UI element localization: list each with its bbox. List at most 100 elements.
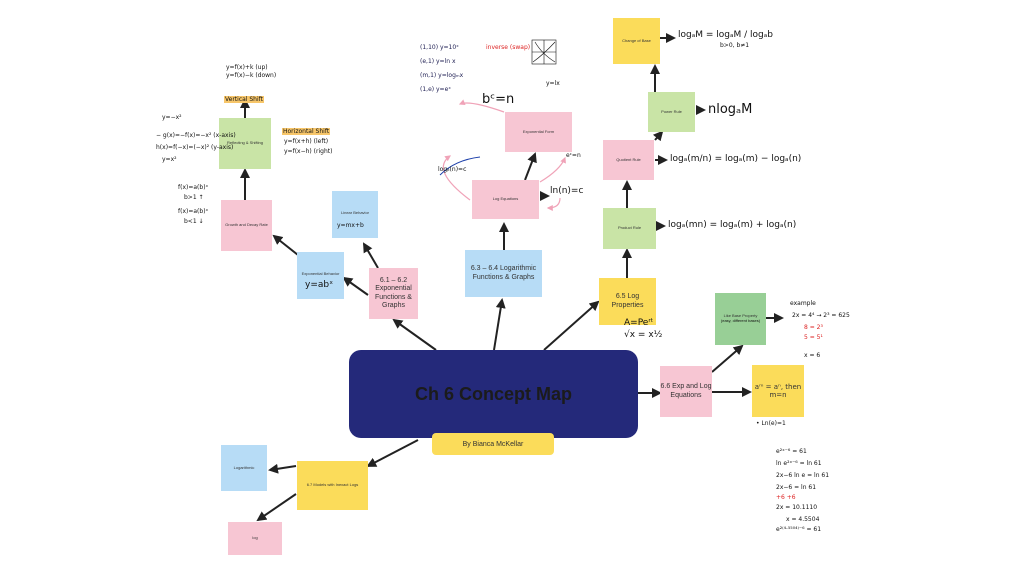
annot-hs1: y=f(x+h) (left) [284, 138, 329, 145]
annot-gd2: b>1 ↑ [184, 194, 204, 201]
central-topic[interactable]: Ch 6 Concept Map [349, 350, 638, 438]
node-product-rule[interactable]: Product Rule [603, 208, 656, 249]
annot-quotient-eq: logₐ(m/n) = logₐ(m) − logₐ(n) [670, 154, 802, 164]
node-log-properties[interactable]: 6.5 Log Properties [599, 278, 656, 325]
node-am-an[interactable]: aᵐ = aⁿ, then m=n [752, 365, 804, 417]
node-exponential-behavior-label: Exponential Behavior [301, 271, 340, 276]
log-graph-sketch [439, 156, 481, 176]
node-exponential-behavior[interactable]: Exponential Behavior [297, 252, 344, 299]
annot-ylx: y=lx [546, 80, 560, 87]
node-exp-log-equations[interactable]: 6.6 Exp and Log Equations [660, 366, 712, 417]
node-reflect-shift[interactable]: Reflecting & Shifting [219, 118, 271, 169]
annot-gd1: f(x)=a(b)ˣ [178, 184, 209, 191]
node-exponential-form[interactable]: Exponential Form [505, 112, 572, 152]
node-logarithmic-functions[interactable]: 6.3 – 6.4 Logarithmic Functions & Graphs [465, 250, 542, 297]
node-logarithmic-functions-label: 6.3 – 6.4 Logarithmic Functions & Graphs [470, 265, 537, 281]
node-log-equations[interactable]: Log Equations [472, 180, 539, 219]
annot-lnn: ln(n)=c [550, 186, 584, 196]
arrow-quotient-to-power [652, 130, 664, 142]
annot-work6: 2x = 10.1110 [776, 504, 818, 511]
node-like-base-label: Like Base Property [723, 313, 758, 319]
node-models-pink[interactable]: log [228, 522, 282, 555]
node-models-pink-label: log [252, 535, 258, 541]
annot-ex1: 2x = 4⁴ → 2³ = 625 [792, 312, 850, 319]
node-am-an-label: aᵐ = aⁿ, then m=n [754, 383, 802, 399]
node-power-rule-label: Power Rule [661, 108, 682, 114]
annot-ex2: 8 = 2³ [804, 324, 823, 331]
author-name: By Bianca McKellar [462, 440, 524, 448]
annot-bcn: bᶜ=n [482, 92, 515, 107]
annot-change-base-eq: logₐM = logₐM / logₐb [678, 30, 773, 40]
annot-inv3: (m,1) y=logₘx [420, 72, 464, 79]
arrow-central-to-log [493, 298, 506, 351]
arrow-exp-to-behavior [342, 276, 369, 296]
annot-refl1: − g(x)=−f(x)=−x² (x-axis) [156, 132, 236, 139]
node-product-rule-label: Product Rule [617, 225, 642, 231]
node-linear-behavior-label: Linear Behavior [340, 210, 370, 215]
mini-graph-icon [531, 39, 557, 65]
annot-sqrt-x: √x = x½ [624, 330, 663, 340]
central-title: Ch 6 Concept Map [414, 383, 572, 404]
arrow-behavior-to-growth [272, 234, 299, 256]
annot-vs2: y=f(x)−k (down) [226, 72, 277, 79]
annot-inverse-note: inverse (swap) [486, 44, 531, 51]
annot-ln-e: • Ln(e)=1 [756, 420, 786, 427]
annot-product-eq: logₐ(mn) = logₐ(m) + logₐ(n) [668, 220, 797, 230]
node-exponential-form-label: Exponential Form [522, 128, 555, 134]
node-reflect-shift-label: Reflecting & Shifting [226, 140, 264, 146]
annot-work4: 2x−6 = ln 61 [776, 484, 817, 491]
node-change-of-base[interactable]: Change of Base [613, 18, 660, 64]
node-models-blue-label: Logarithmic [233, 464, 255, 470]
node-growth-decay[interactable]: Growth and Decay Rate [221, 200, 272, 251]
annot-work1: e²ˣ⁻⁶ = 61 [776, 448, 807, 455]
pink-arrow-logeq-to-ec [539, 156, 566, 183]
node-quotient-rule-label: Quotient Rule [616, 156, 641, 162]
annot-vertical-shift: Vertical Shift [224, 96, 265, 103]
node-log-properties-label: 6.5 Log Properties [611, 293, 644, 309]
annot-lin-b: y=mx+b [337, 222, 364, 229]
arrow-models-to-blue [268, 463, 297, 474]
annot-gd4: b<1 ↓ [184, 218, 204, 225]
pink-arrow-expform-to-bcn [458, 99, 505, 113]
annot-logbn: logᵦ(n)=c [438, 166, 467, 173]
annot-a-pert: A=Peʳᵗ [624, 318, 654, 328]
annot-work2: ln e²ˣ⁻⁶ = ln 61 [776, 460, 822, 467]
annot-change-base-cond: b>0, b≠1 [720, 42, 750, 49]
annot-work5: +6 +6 [776, 494, 796, 501]
author-tag: By Bianca McKellar [432, 433, 554, 455]
annot-ec: eᶜ=n [566, 152, 581, 159]
node-log-equations-label: Log Equations [492, 196, 519, 202]
node-models[interactable]: 6.7 Models with Inexact Logs [297, 461, 368, 510]
annot-yneg: y=−x² [162, 114, 182, 121]
node-growth-decay-label: Growth and Decay Rate [225, 222, 268, 228]
node-quotient-rule[interactable]: Quotient Rule [603, 140, 654, 180]
annot-exp-b: y=abˣ [305, 280, 334, 290]
node-like-base[interactable]: Like Base Property(easy, different bases… [715, 293, 766, 345]
arrow-logeq-to-expform [524, 152, 537, 181]
node-change-of-base-label: Change of Base [622, 37, 651, 43]
arrow-central-to-exp [392, 318, 437, 351]
arrow-central-to-models [366, 439, 419, 467]
annot-refl3: y=x² [162, 156, 177, 163]
annot-hs2: y=f(x−h) (right) [284, 148, 333, 155]
annot-ex3: 5 = 5¹ [804, 334, 823, 341]
annot-refl2: h(x)=f(−x)=(−x)² (y-axis) [156, 144, 234, 151]
pink-arrow-lnn [546, 197, 561, 211]
node-power-rule[interactable]: Power Rule [648, 92, 695, 132]
annot-work7: x = 4.5504 [786, 516, 820, 523]
node-linear-behavior[interactable]: Linear Behavior [332, 191, 378, 238]
arrow-models-to-pink [256, 493, 297, 522]
annot-inv4: (1,e) y=eˣ [420, 86, 451, 93]
annot-power-eq: nlogₐM [708, 102, 753, 117]
annot-example: example [790, 300, 816, 307]
annot-inv1: (1,10) y=10ˣ [420, 44, 459, 51]
node-exponential-functions-label: 6.1 – 6.2 Exponential Functions & Graphs [375, 276, 412, 309]
node-like-base-sub: (easy, different bases) [720, 318, 761, 323]
annot-gd3: f(x)=a(b)ˣ [178, 208, 209, 215]
node-models-blue[interactable]: Logarithmic [221, 445, 267, 491]
annot-work3: 2x−6 ln e = ln 61 [776, 472, 830, 479]
annot-inv2: (e,1) y=ln x [420, 58, 456, 65]
node-exponential-functions[interactable]: 6.1 – 6.2 Exponential Functions & Graphs [369, 268, 418, 319]
arrow-exp-to-linear [362, 242, 379, 269]
annot-horizontal-shift: Horizontal Shift [282, 128, 331, 135]
